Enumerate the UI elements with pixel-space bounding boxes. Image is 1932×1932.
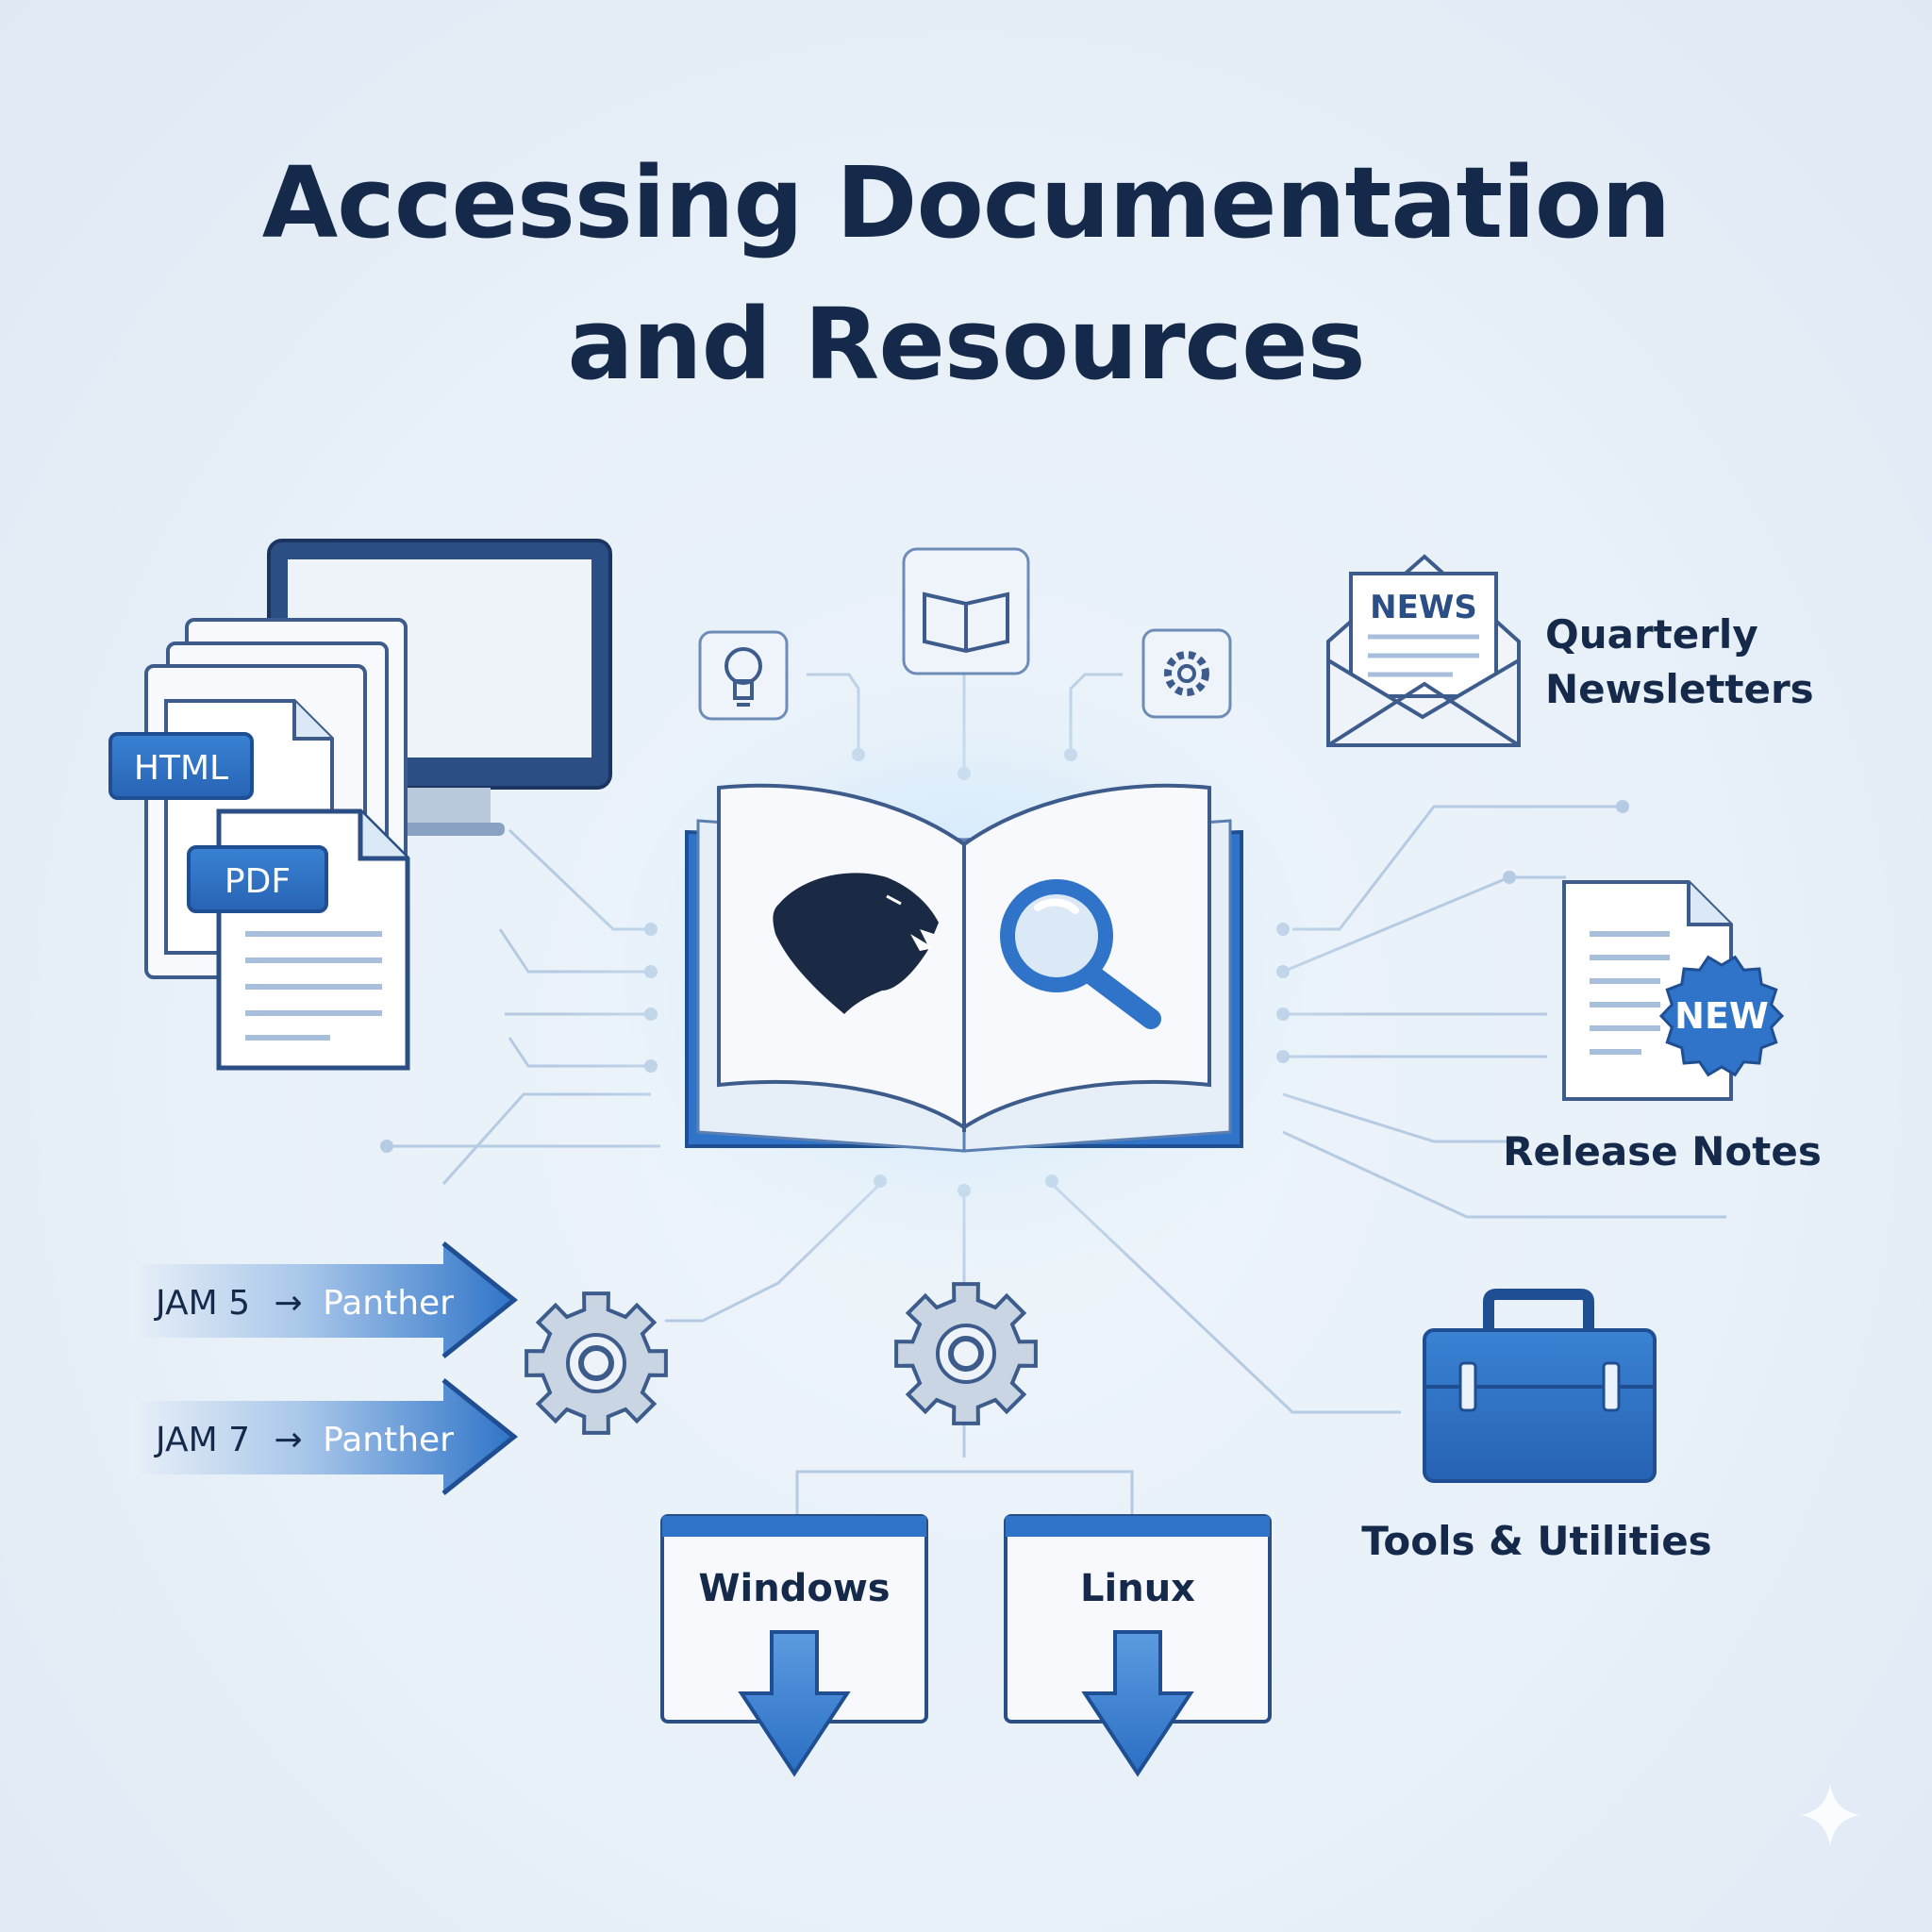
html-tag-label: HTML [134, 749, 228, 788]
gear-icon [1141, 628, 1232, 719]
migration-arrow-jam7[interactable]: JAM 7 → Panther [130, 1378, 519, 1495]
release-notes-label: Release Notes [1503, 1128, 1822, 1174]
migration-arrow-jam5[interactable]: JAM 5 → Panther [130, 1241, 519, 1358]
document-stack-icon [144, 618, 410, 1071]
open-book-icon [685, 783, 1243, 1153]
svg-text:JAM 5 → Panther: JAM 5 → Panther [154, 1284, 454, 1323]
download-arrow-icon [1081, 1630, 1194, 1777]
gear-migration-icon [525, 1291, 668, 1435]
tools-utilities-label: Tools & Utilities [1361, 1518, 1711, 1564]
download-arrow-icon [738, 1630, 851, 1777]
panther-logo [773, 873, 939, 1014]
sparkle-icon [1800, 1783, 1860, 1847]
html-format-tag[interactable]: HTML [108, 732, 254, 800]
download-windows[interactable]: Windows [660, 1514, 928, 1777]
newsletter-envelope-icon: NEWS [1326, 554, 1521, 747]
download-linux[interactable]: Linux [1004, 1514, 1272, 1777]
migration-arrow-glyph: → [274, 1421, 302, 1459]
new-badge-label: NEW [1674, 995, 1769, 1037]
title-line-1: Accessing Documentation [261, 145, 1672, 260]
migration-arrow-glyph: → [274, 1284, 302, 1323]
migration-to-panther: Panther [323, 1421, 454, 1459]
pdf-tag-label: PDF [225, 862, 291, 901]
migration-to-panther: Panther [323, 1284, 454, 1323]
title-line-2: and Resources [567, 287, 1365, 402]
download-linux-label: Linux [1080, 1567, 1195, 1610]
new-badge: NEW [1658, 955, 1785, 1077]
news-tag: NEWS [1370, 589, 1477, 626]
pdf-format-tag[interactable]: PDF [187, 845, 328, 913]
lightbulb-icon [698, 630, 789, 721]
migration-from-jam5: JAM 5 [154, 1284, 250, 1323]
download-windows-label: Windows [698, 1567, 890, 1610]
magnifier-icon [1000, 879, 1161, 1029]
newsletters-label-line-2: Newsletters [1545, 666, 1814, 712]
gear-platform-icon [894, 1282, 1038, 1425]
toolbox-icon [1423, 1289, 1657, 1483]
book-icon [902, 547, 1030, 675]
migration-from-jam7: JAM 7 [154, 1421, 250, 1459]
newsletters-label-line-1: Quarterly [1545, 611, 1758, 658]
svg-text:JAM 7 → Panther: JAM 7 → Panther [154, 1421, 454, 1459]
page-title: Accessing Documentation and Resources [0, 132, 1932, 415]
